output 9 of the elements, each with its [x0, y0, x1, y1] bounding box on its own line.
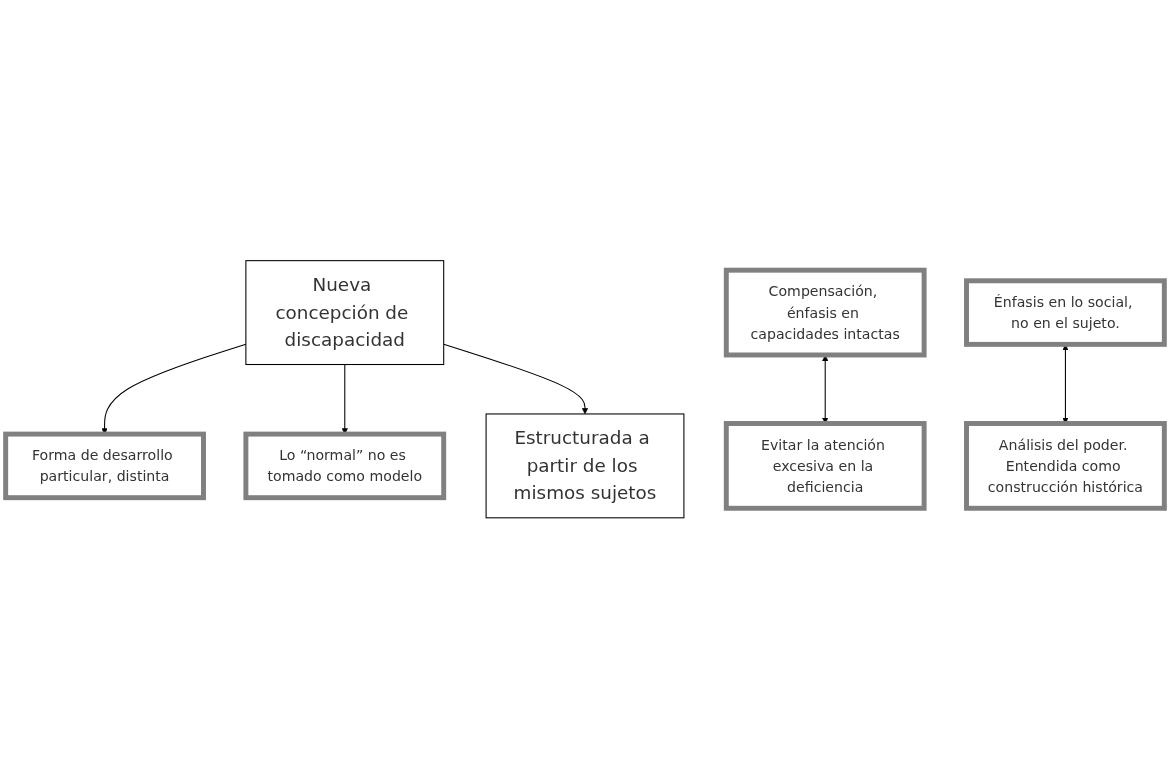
node-box: Estructurada a partir de los mismos sujetos	[485, 413, 685, 519]
node-box: Lo “normal” no es tomado como modelo	[243, 431, 447, 501]
arrow	[443, 343, 589, 415]
node-box: Énfasis en lo social, no en el sujeto.	[964, 278, 1167, 348]
node-box: Análisis del poder. Entendida como construcción histórica	[964, 421, 1167, 511]
node-box: Evitar la atención excesiva en la deficiencia	[723, 421, 927, 511]
node-box: Nueva concepción de discapacidad	[245, 260, 445, 366]
node-box: Compensación, énfasis en capacidades intactas	[723, 268, 927, 358]
node-box: Forma de desarrollo particular, distinta	[3, 431, 206, 501]
